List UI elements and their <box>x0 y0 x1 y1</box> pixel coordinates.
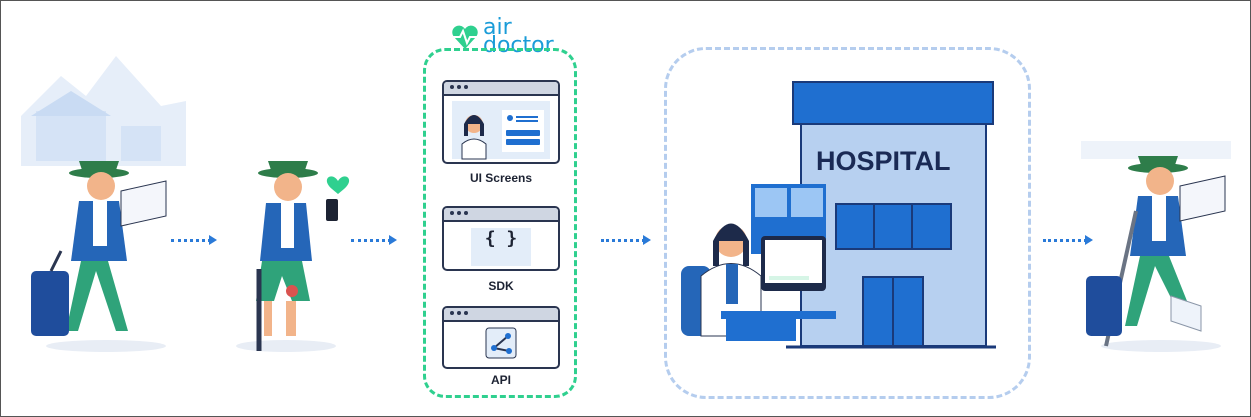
logo-text-air: air <box>483 15 512 40</box>
code-braces-icon: { } <box>471 228 531 266</box>
flow-arrow-1 <box>171 235 217 245</box>
flow-arrow-4 <box>1043 235 1093 245</box>
ui-screens-card <box>442 80 560 164</box>
sdk-label: SDK <box>488 279 514 293</box>
recovered-traveler-with-cast <box>1081 141 1231 352</box>
traveler-walking <box>31 161 167 352</box>
air-doctor-components-group <box>423 48 577 398</box>
mountain-town-scenery <box>21 56 186 166</box>
flow-arrow-3 <box>601 235 651 245</box>
logo-text-doctor: doctor <box>483 33 554 58</box>
flow-arrow-2 <box>351 235 397 245</box>
doctor-at-computer <box>681 223 836 341</box>
api-card <box>442 306 560 369</box>
share-nodes-icon <box>485 327 517 359</box>
injured-traveler-with-phone <box>236 161 350 352</box>
heart-pulse-icon <box>452 25 478 49</box>
doctor-screen-icon <box>452 101 550 160</box>
sdk-card: { } <box>442 206 560 271</box>
hospital-group <box>664 47 1031 399</box>
air-doctor-logo: air doctor <box>451 15 554 58</box>
hospital-sign: HOSPITAL <box>816 146 951 176</box>
ui-screens-label: UI Screens <box>469 171 533 185</box>
api-label: API <box>490 373 511 387</box>
hospital-building <box>751 81 996 349</box>
